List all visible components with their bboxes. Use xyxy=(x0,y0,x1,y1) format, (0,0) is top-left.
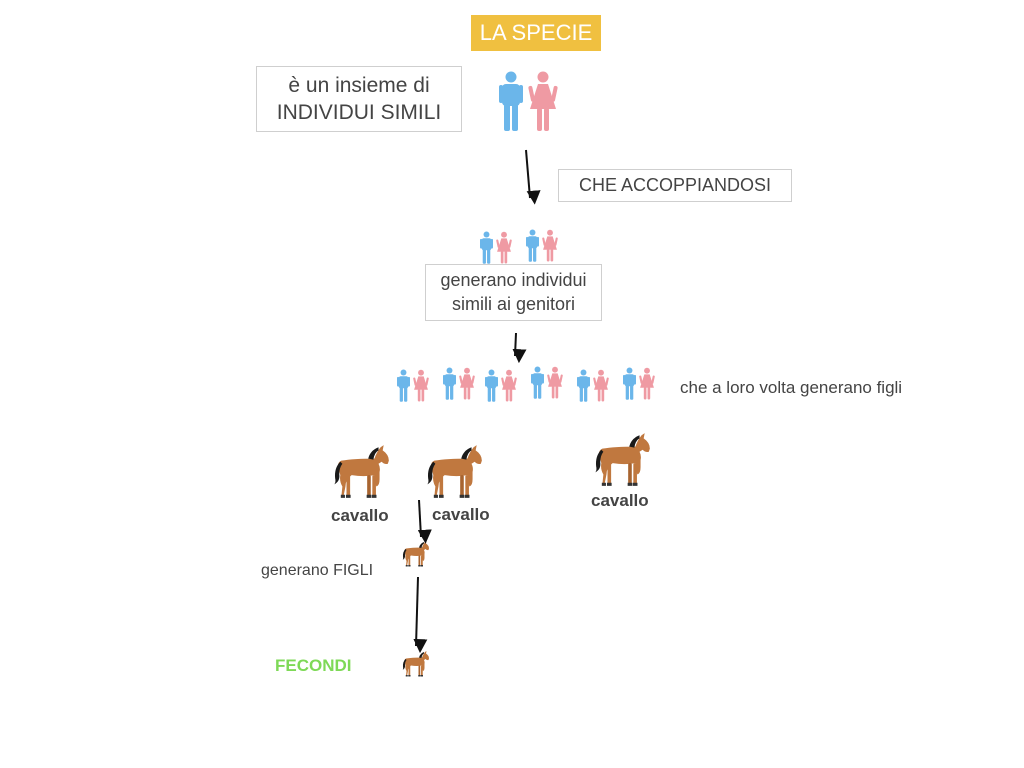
female-icon xyxy=(593,369,609,402)
male-icon xyxy=(397,369,410,402)
male-icon xyxy=(526,229,539,262)
arrow-down-icon xyxy=(417,499,432,544)
female-icon xyxy=(639,367,655,400)
male-icon xyxy=(443,367,456,400)
mating-box: CHE ACCOPPIANDOSI xyxy=(558,169,792,202)
horse-label-3: cavallo xyxy=(591,491,649,510)
horse-icon xyxy=(402,541,429,567)
offspring-label: generano FIGLI xyxy=(261,562,374,579)
male-icon xyxy=(480,231,493,264)
male-icon xyxy=(623,367,636,400)
fertile-label: FECONDI xyxy=(275,656,352,675)
arrow-down-icon xyxy=(413,576,428,654)
male-icon xyxy=(531,366,544,399)
generate-line-1: generano individui xyxy=(440,270,587,291)
female-icon xyxy=(496,231,512,264)
definition-line-2: INDIVIDUI SIMILI xyxy=(276,101,442,124)
definition-box: è un insieme di INDIVIDUI SIMILI xyxy=(256,66,462,132)
horse-icon xyxy=(402,651,429,677)
female-icon xyxy=(547,366,563,399)
female-icon xyxy=(501,369,517,402)
arrow-down-icon xyxy=(512,332,527,364)
page-title: LA SPECIE xyxy=(471,15,601,51)
horse-icon xyxy=(595,433,650,486)
female-icon xyxy=(459,367,475,400)
horse-label-2: cavallo xyxy=(432,505,490,524)
female-icon xyxy=(413,369,429,402)
female-icon xyxy=(542,229,558,262)
horse-label-1: cavallo xyxy=(331,506,389,525)
male-icon xyxy=(485,369,498,402)
definition-line-1: è un insieme di xyxy=(288,73,430,97)
arrow-down-icon xyxy=(525,149,541,205)
male-icon xyxy=(577,369,590,402)
male-icon xyxy=(499,71,523,131)
generations-label: che a loro volta generano figli xyxy=(680,378,903,397)
horse-icon xyxy=(427,445,482,498)
female-icon xyxy=(528,71,558,131)
generate-line-2: simili ai genitori xyxy=(451,293,576,314)
horse-icon xyxy=(334,445,389,498)
generate-box: generano individui simili ai genitori xyxy=(425,264,602,321)
